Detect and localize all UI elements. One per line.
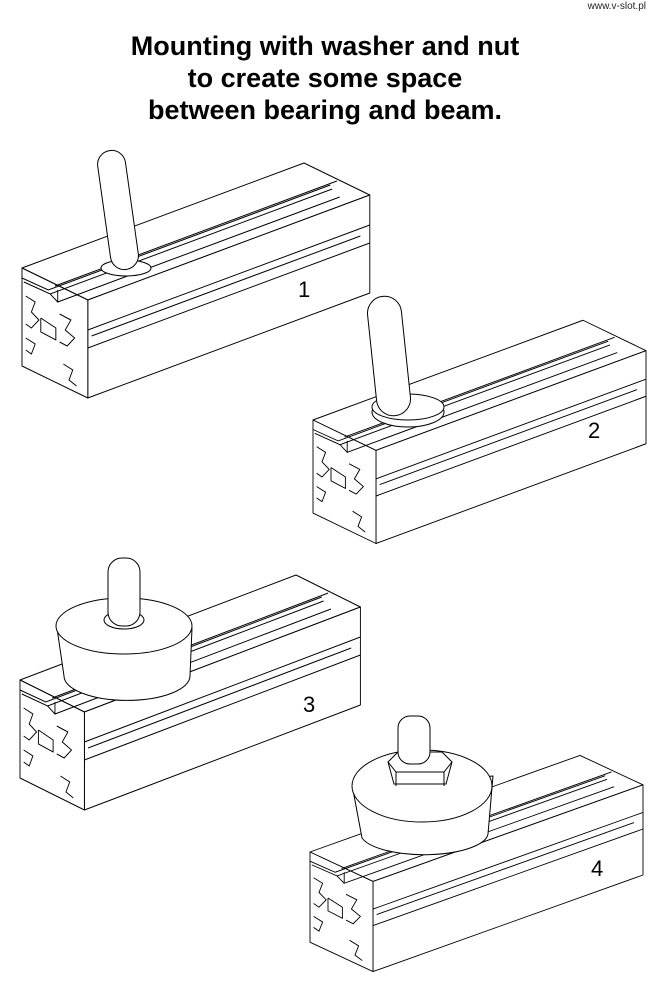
bolt-4 [397, 715, 431, 765]
bolt-2 [367, 295, 411, 417]
title-line-1: Mounting with washer and nut [130, 31, 520, 61]
beam-1 [21, 162, 371, 399]
step-3-illustration [19, 557, 361, 811]
step-label-1: 1 [298, 277, 311, 302]
title-line-2: to create some space [187, 63, 463, 93]
site-url: www.v-slot.pl [587, 1, 646, 12]
title-line-3: between bearing and beam. [147, 95, 503, 125]
step-label-3: 3 [303, 692, 316, 717]
page-title: Mounting with washer and nut to create s… [0, 30, 650, 126]
step-1-illustration [21, 149, 371, 399]
step-label-2: 2 [588, 418, 601, 443]
bolt-1 [97, 149, 139, 271]
step-2-illustration [312, 295, 647, 544]
bolt-3 [107, 557, 141, 627]
step-label-4: 4 [591, 856, 604, 881]
step-4-illustration [309, 715, 644, 973]
